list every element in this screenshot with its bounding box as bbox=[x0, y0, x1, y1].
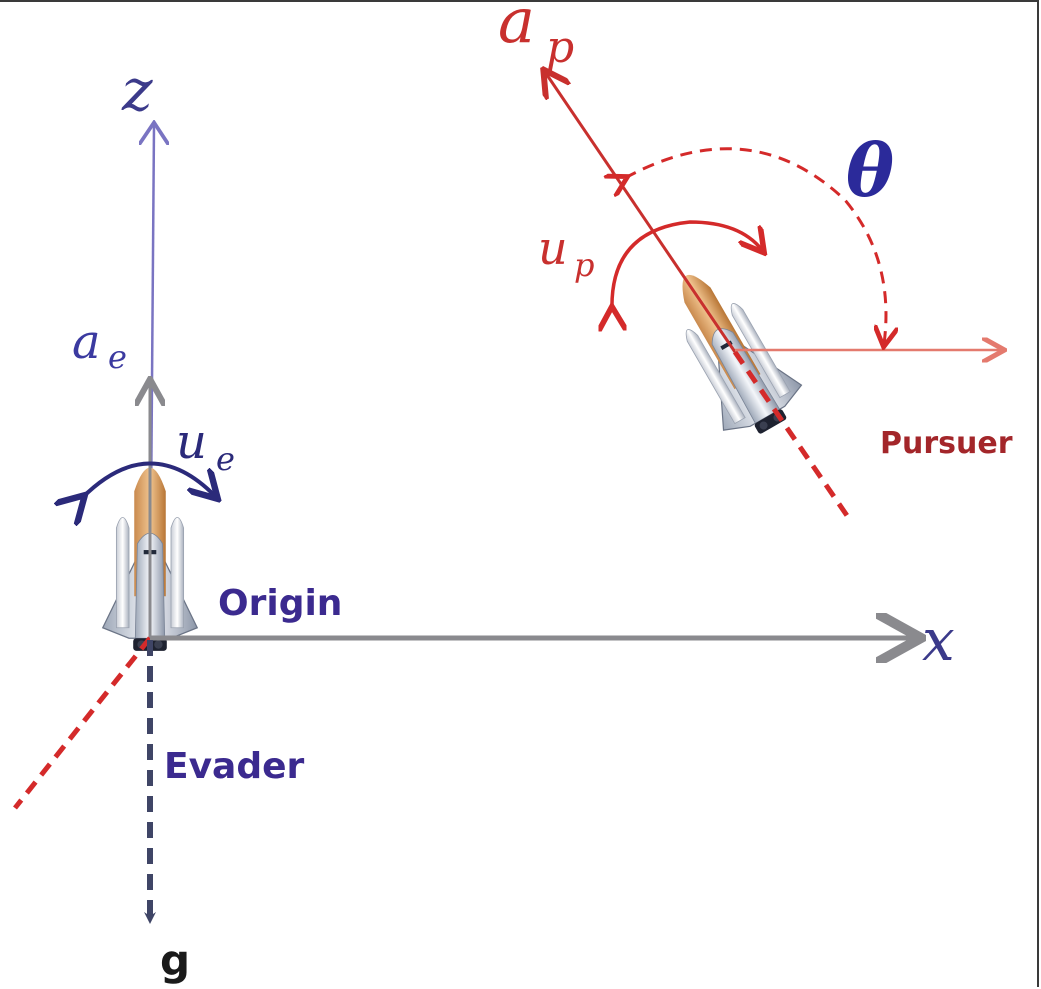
svg-text:p: p bbox=[546, 22, 574, 73]
svg-text:a: a bbox=[72, 314, 101, 370]
svg-text:e: e bbox=[108, 338, 127, 376]
evader-control-arc bbox=[82, 461, 215, 498]
pursuer-heading-dashed bbox=[732, 350, 853, 522]
origin-label: Origin bbox=[218, 583, 342, 624]
pursuer-control-label: u p bbox=[538, 221, 594, 284]
pursuer-label: Pursuer bbox=[880, 426, 1013, 461]
x-axis-label: x bbox=[922, 606, 955, 674]
theta-angle-arc bbox=[625, 147, 886, 344]
gravity-label: g bbox=[160, 936, 190, 985]
evader-label: Evader bbox=[164, 746, 305, 787]
evader-control-label: u e bbox=[176, 414, 235, 478]
svg-text:u: u bbox=[176, 414, 207, 470]
pursuer-accel-label: a p bbox=[498, 0, 574, 73]
svg-text:p: p bbox=[574, 246, 594, 284]
evader-heading-dashed bbox=[13, 636, 152, 810]
svg-text:a: a bbox=[498, 0, 535, 57]
pursuer-control-arc bbox=[612, 220, 762, 310]
evader-accel-label: a e bbox=[72, 314, 127, 376]
pursuer-accel-vector bbox=[545, 72, 737, 353]
svg-text:e: e bbox=[216, 440, 235, 478]
theta-label: θ bbox=[846, 128, 894, 213]
z-axis-label: z bbox=[121, 56, 153, 124]
svg-text:u: u bbox=[538, 221, 568, 275]
